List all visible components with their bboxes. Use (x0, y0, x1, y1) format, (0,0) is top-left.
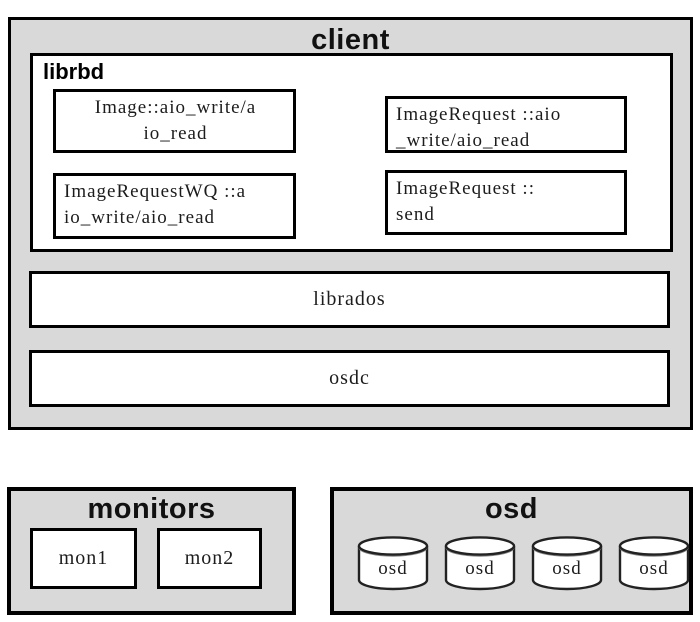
database-cylinder-icon (531, 536, 603, 591)
osd-cylinder: osd (443, 534, 517, 592)
osdc-box: osdc (29, 350, 670, 407)
box-imagerequest-aio-write-read: ImageRequest ::aio _write/aio_read (385, 96, 627, 153)
osdc-label: osdc (329, 367, 370, 389)
class-box-line: ImageRequest ::aio (396, 104, 562, 125)
box-imagerequestwq-aio-write-read: ImageRequestWQ ::a io_write/aio_read (53, 173, 296, 239)
class-box-line: send (396, 204, 435, 225)
osd-cylinder-label: osd (552, 558, 582, 579)
class-box-line: ImageRequestWQ ::a (64, 181, 247, 202)
database-cylinder-icon (357, 536, 429, 591)
client-panel: client librbd Image::aio_write/a io_read… (8, 17, 693, 430)
osd-cylinder-label: osd (639, 558, 669, 579)
class-box-line: Image::aio_write/a (94, 97, 257, 118)
box-image-aio-write-read: Image::aio_write/a io_read (53, 89, 296, 153)
client-title: client (311, 24, 390, 56)
osd-cylinder: osd (530, 534, 604, 592)
monitors-panel: monitors mon1 mon2 (7, 487, 296, 615)
mon2-label: mon2 (184, 547, 235, 569)
librbd-box: librbd Image::aio_write/a io_read ImageR… (30, 53, 673, 252)
librados-box: librados (29, 271, 670, 328)
database-cylinder-icon (444, 536, 516, 591)
osd-cylinder: osd (617, 534, 691, 592)
osd-cylinder: osd (356, 534, 430, 592)
osd-panel: osd osd osd (330, 487, 693, 615)
mon1-box: mon1 (30, 528, 137, 589)
osd-cylinder-label: osd (378, 558, 408, 579)
database-cylinder-icon (618, 536, 690, 591)
box-imagerequest-send: ImageRequest :: send (385, 170, 627, 235)
class-box-line: _write/aio_read (396, 130, 531, 151)
class-box-line: io_write/aio_read (64, 207, 216, 228)
osd-title: osd (484, 493, 539, 525)
osd-cylinder-row: osd osd osd (356, 534, 691, 592)
osd-cylinder-label: osd (465, 558, 495, 579)
class-box-line: ImageRequest :: (396, 178, 535, 199)
monitors-title: monitors (87, 493, 216, 525)
librbd-label: librbd (43, 59, 105, 84)
mon2-box: mon2 (157, 528, 262, 589)
mon1-label: mon1 (58, 547, 109, 569)
class-box-line: io_read (143, 123, 208, 144)
librados-label: librados (313, 288, 386, 310)
